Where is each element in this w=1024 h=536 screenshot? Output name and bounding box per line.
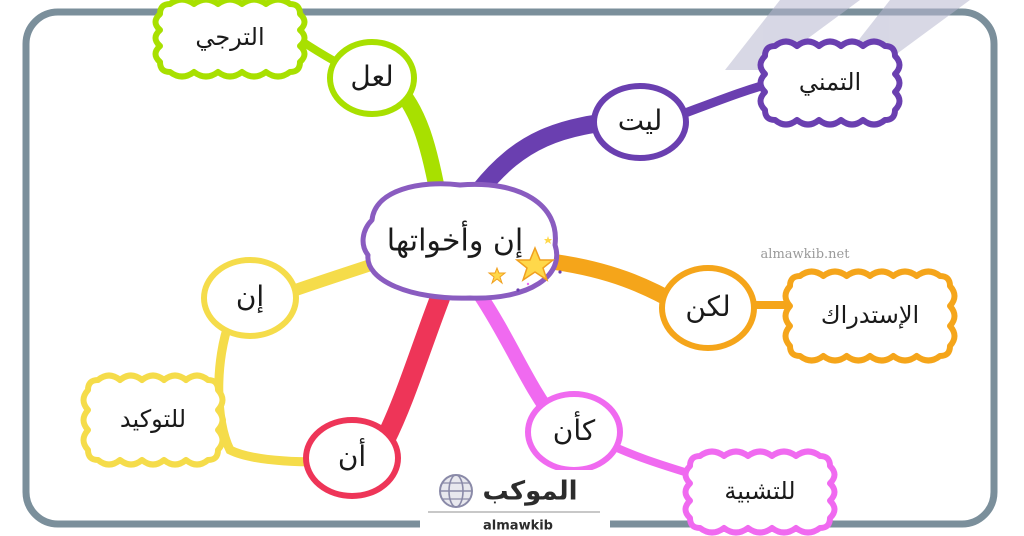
globe-icon (439, 474, 473, 508)
meaning-node-kaanna: للتشبية (682, 448, 838, 536)
logo-arabic: الموكب (482, 477, 577, 507)
word-bubble-anna (303, 417, 401, 499)
meaning-node-layta: التمني (757, 38, 903, 128)
word-label-lakin: لكن (685, 290, 730, 323)
brand-logo: الموكب almawkib (420, 470, 610, 536)
word-label-anna: أن (338, 437, 366, 473)
word-label-inna: إن (236, 280, 264, 313)
meaning-cloud-laala (152, 0, 308, 80)
watermark-site: almawkib.net (761, 247, 851, 262)
word-bubble-laala (327, 39, 417, 117)
meaning-label-inna: للتوكيد (120, 405, 186, 433)
word-node-layta: ليت (591, 83, 689, 161)
logo-latin: almawkib (483, 519, 553, 534)
word-node-lakin: لكن (659, 265, 757, 351)
word-node-inna: إن (201, 257, 299, 339)
word-bubble-layta (591, 83, 689, 161)
meaning-node-lakin: الإستدراك (782, 268, 958, 364)
meaning-label-kaanna: للتشبية (724, 477, 795, 505)
meaning-label-lakin: الإستدراك (821, 301, 919, 329)
word-label-layta: ليت (618, 104, 662, 137)
meaning-label-laala: الترجي (195, 23, 264, 51)
word-node-laala: لعل (327, 39, 417, 117)
meaning-cloud-inna (80, 372, 226, 468)
word-node-anna: أن (303, 417, 401, 499)
word-label-kaanna: كأن (553, 410, 596, 447)
word-node-kaanna: كأن (525, 391, 623, 473)
center-bubble (360, 181, 560, 301)
meaning-node-laala: الترجي (152, 0, 308, 80)
meaning-node-inna: للتوكيد (80, 372, 226, 468)
center-node: إن وأخواتها (360, 181, 562, 301)
connector-anna-center (375, 288, 450, 450)
word-bubble-inna (201, 257, 299, 339)
connector-inna-center (284, 256, 386, 298)
center-label: إن وأخواتها (387, 220, 523, 259)
word-bubble-lakin (659, 265, 757, 351)
word-label-laala: لعل (350, 60, 393, 93)
meaning-cloud-lakin (782, 268, 958, 364)
star-icon (487, 236, 562, 292)
meaning-cloud-layta (757, 38, 903, 128)
meaning-cloud-kaanna (682, 448, 838, 536)
connector-inna-down (214, 315, 325, 467)
meaning-label-layta: التمني (799, 68, 861, 96)
